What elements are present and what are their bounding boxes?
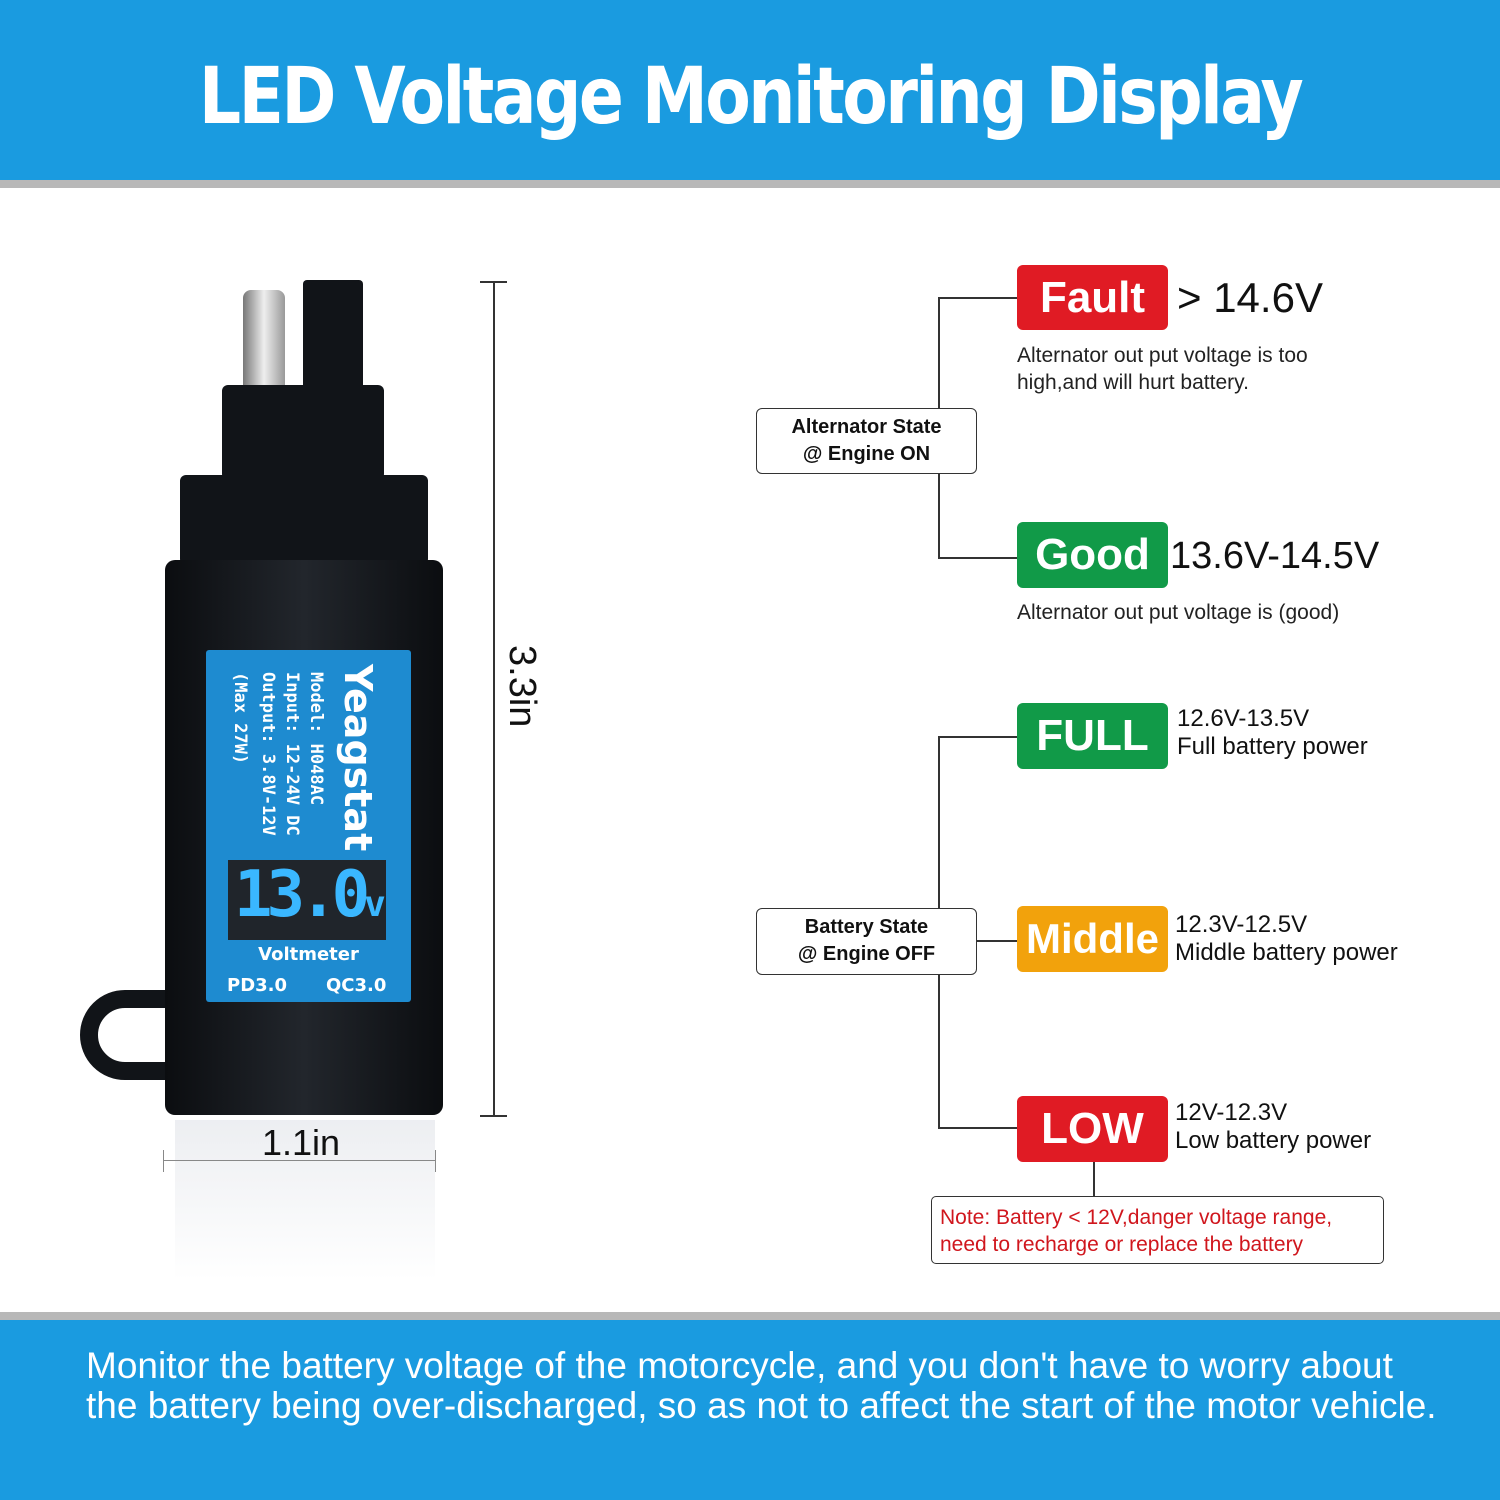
bracket: [180, 475, 428, 565]
connector-line: [938, 297, 1017, 299]
fault-desc-line: high,and will hurt battery.: [1017, 371, 1249, 394]
width-label: 1.1in: [262, 1122, 341, 1163]
connector-line: [938, 557, 1017, 559]
footer-text: Monitor the battery voltage of the motor…: [86, 1345, 1437, 1426]
battery-title: Battery State: [804, 916, 929, 938]
alternator-subtitle: @ Engine ON: [802, 443, 931, 465]
input-text: Input: 12-24V DC: [282, 672, 302, 836]
good-range: 13.6V-14.5V: [1170, 535, 1380, 577]
connector-tab: [303, 280, 363, 390]
page-title: LED Voltage Monitoring Display: [198, 52, 1304, 142]
good-badge: Good: [1017, 522, 1168, 588]
dimension-tick: [163, 1150, 164, 1172]
connector-line: [1093, 1162, 1095, 1196]
alternator-state-box: Alternator State @ Engine ON: [756, 408, 977, 474]
low-description: Low battery power: [1175, 1127, 1372, 1154]
full-badge: FULL: [1017, 703, 1168, 769]
height-label: 3.3in: [501, 645, 543, 728]
lcd-display: [228, 860, 386, 940]
model-text: Model: H048AC: [306, 672, 326, 806]
brand-logo: Yeagstat: [336, 664, 380, 852]
connector-pin: [243, 290, 285, 400]
low-range: 12V-12.3V: [1175, 1099, 1288, 1126]
full-description: Full battery power: [1177, 733, 1368, 760]
note-line: Note: Battery < 12V,danger voltage range…: [940, 1206, 1333, 1229]
connector-line: [938, 1127, 1017, 1129]
reflection: [175, 1120, 435, 1280]
voltage-unit: v: [364, 884, 386, 925]
dimension-tick: [480, 1115, 507, 1117]
max-text: (Max 27W): [230, 672, 250, 765]
device-label: [206, 650, 411, 1002]
width-dimension-line: [163, 1160, 435, 1161]
fault-badge: Fault: [1017, 265, 1168, 330]
header-banner: [0, 0, 1500, 188]
danger-note: Note: Battery < 12V,danger voltage range…: [931, 1196, 1384, 1264]
voltmeter-label: Voltmeter: [258, 944, 359, 965]
qc-label: QC3.0: [326, 975, 387, 996]
footer-banner: [0, 1312, 1500, 1500]
fault-description: Alternator out put voltage is too high,an…: [1017, 342, 1308, 396]
connector-line: [938, 736, 1017, 738]
battery-state-box: Battery State @ Engine OFF: [756, 908, 977, 975]
battery-subtitle: @ Engine OFF: [797, 943, 936, 965]
middle-description: Middle battery power: [1175, 939, 1398, 966]
low-badge: LOW: [1017, 1096, 1168, 1162]
dimension-tick: [480, 281, 507, 283]
output-text: Output: 3.8V-12V: [258, 672, 278, 836]
connector-line: [976, 940, 1017, 942]
fault-desc-line: Alternator out put voltage is too: [1017, 344, 1308, 367]
dimension-tick: [435, 1150, 436, 1172]
note-line: need to recharge or replace the battery: [940, 1233, 1304, 1256]
good-description: Alternator out put voltage is (good): [1017, 601, 1340, 624]
middle-badge: Middle: [1017, 906, 1168, 972]
alternator-title: Alternator State: [791, 416, 942, 438]
pd-label: PD3.0: [227, 975, 288, 996]
full-range: 12.6V-13.5V: [1177, 705, 1310, 732]
height-dimension-line: [493, 281, 495, 1116]
connector-body: [222, 385, 384, 480]
fault-range: > 14.6V: [1177, 274, 1323, 321]
lcd-reading: 13.0v: [234, 858, 386, 932]
voltage-value: 13.0: [234, 858, 370, 932]
middle-range: 12.3V-12.5V: [1175, 911, 1308, 938]
